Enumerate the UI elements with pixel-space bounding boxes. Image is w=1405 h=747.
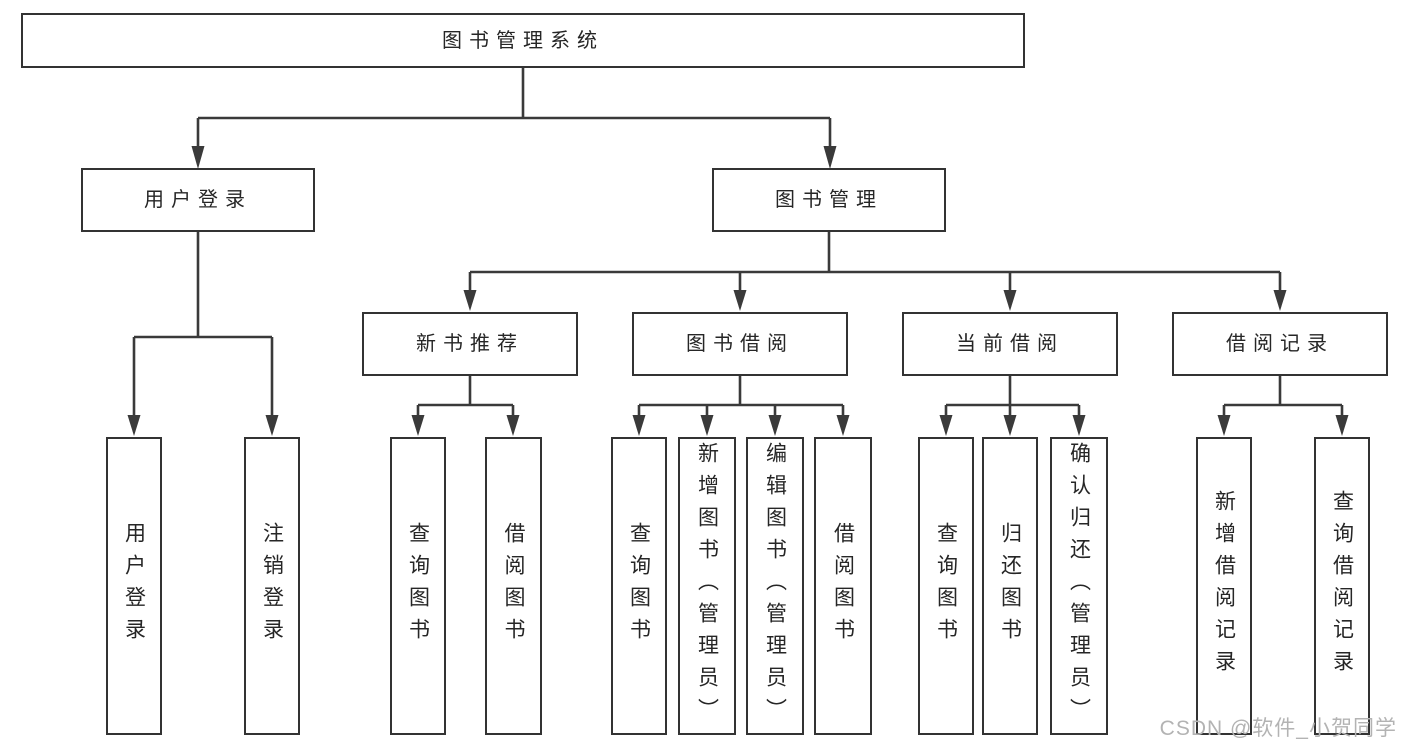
node-user-login: 用户登录 (81, 168, 315, 232)
arrowhead-icon (191, 146, 205, 169)
arrowhead-icon (127, 415, 141, 436)
arrowhead-icon (733, 290, 747, 311)
leaf-current-confirm-return-admin: 确认归还（管理员） (1050, 437, 1108, 735)
arrowhead-icon (823, 146, 837, 169)
arrowhead-icon (632, 415, 646, 436)
node-user-login-label: 用户登录 (144, 189, 252, 211)
leaf-record-query-record-label: 查询借阅记录 (1330, 490, 1354, 682)
arrowhead-icon (700, 415, 714, 436)
leaf-borrow-edit-book-admin-label: 编辑图书（管理员） (763, 442, 787, 730)
arrowhead-icon (1217, 415, 1231, 436)
leaf-recommend-query-book-label: 查询图书 (406, 522, 430, 650)
leaf-borrow-add-book-admin: 新增图书（管理员） (678, 437, 736, 735)
leaf-recommend-borrow-book: 借阅图书 (485, 437, 542, 735)
node-borrow-record: 借阅记录 (1172, 312, 1388, 376)
node-current-borrow: 当前借阅 (902, 312, 1118, 376)
node-new-book-recommend: 新书推荐 (362, 312, 578, 376)
leaf-current-return-book: 归还图书 (982, 437, 1038, 735)
node-root: 图书管理系统 (21, 13, 1025, 68)
arrowhead-icon (768, 415, 782, 436)
leaf-borrow-query-book-label: 查询图书 (627, 522, 651, 650)
leaf-borrow-edit-book-admin: 编辑图书（管理员） (746, 437, 804, 735)
leaf-current-return-book-label: 归还图书 (998, 522, 1022, 650)
arrowhead-icon (265, 415, 279, 436)
leaf-borrow-borrow-book: 借阅图书 (814, 437, 872, 735)
node-new-book-recommend-label: 新书推荐 (416, 333, 524, 355)
arrowhead-icon (1003, 290, 1017, 311)
arrowhead-icon (1335, 415, 1349, 436)
leaf-record-add-record-label: 新增借阅记录 (1212, 490, 1236, 682)
arrowhead-icon (1072, 415, 1086, 436)
node-book-borrow: 图书借阅 (632, 312, 848, 376)
leaf-borrow-query-book: 查询图书 (611, 437, 667, 735)
leaf-borrow-add-book-admin-label: 新增图书（管理员） (695, 442, 719, 730)
leaf-recommend-query-book: 查询图书 (390, 437, 446, 735)
arrowhead-icon (463, 290, 477, 311)
leaf-user-login: 用户登录 (106, 437, 162, 735)
leaf-current-query-book-label: 查询图书 (934, 522, 958, 650)
node-borrow-record-label: 借阅记录 (1226, 333, 1334, 355)
leaf-recommend-borrow-book-label: 借阅图书 (502, 522, 525, 650)
leaf-record-add-record: 新增借阅记录 (1196, 437, 1252, 735)
arrowhead-icon (506, 415, 520, 436)
arrowhead-icon (939, 415, 953, 436)
leaf-record-query-record: 查询借阅记录 (1314, 437, 1370, 735)
arrowhead-icon (1003, 415, 1017, 436)
leaf-logout-label: 注销登录 (260, 522, 284, 650)
node-root-label: 图书管理系统 (442, 29, 604, 52)
arrowhead-icon (411, 415, 425, 436)
watermark: CSDN @软件_小贺同学 (1159, 717, 1397, 740)
leaf-current-confirm-return-admin-label: 确认归还（管理员） (1067, 442, 1091, 730)
leaf-borrow-borrow-book-label: 借阅图书 (831, 522, 855, 650)
node-current-borrow-label: 当前借阅 (956, 333, 1064, 355)
arrowhead-icon (1273, 290, 1287, 311)
node-book-borrow-label: 图书借阅 (686, 333, 794, 355)
leaf-logout: 注销登录 (244, 437, 300, 735)
node-book-management: 图书管理 (712, 168, 946, 232)
leaf-current-query-book: 查询图书 (918, 437, 974, 735)
arrowhead-icon (836, 415, 850, 436)
leaf-user-login-label: 用户登录 (122, 522, 146, 650)
node-book-management-label: 图书管理 (775, 189, 883, 211)
